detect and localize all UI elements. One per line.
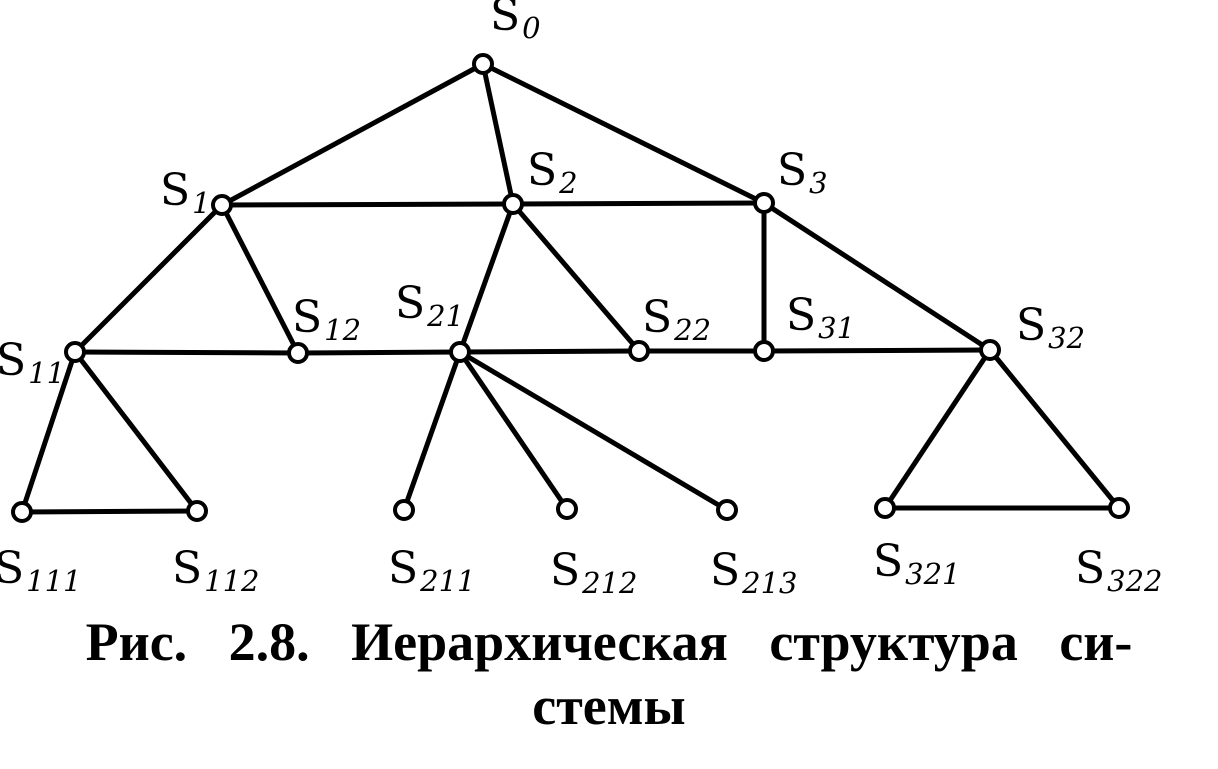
node-label-s112: S112 [172, 543, 260, 598]
edge-s2-s21 [457, 201, 516, 355]
edge-s32-s322 [987, 347, 1122, 511]
edge-s12-s21 [295, 349, 463, 356]
node-label-s212: S212 [550, 545, 638, 600]
node-s211 [393, 499, 415, 521]
edge-s111-s112 [19, 508, 200, 515]
node-s2 [502, 193, 524, 215]
node-label-s0: S0 [490, 0, 541, 45]
node-label-s111: S111 [0, 543, 82, 598]
edge-s32-s321 [882, 347, 993, 511]
edge-s2-s22 [510, 201, 642, 354]
edge-s1-s12 [219, 202, 301, 356]
node-label-s11: S11 [0, 335, 65, 390]
node-s31 [753, 340, 775, 362]
node-label-s322: S322 [1075, 543, 1163, 598]
edge-s1-s2 [219, 201, 516, 208]
node-label-s1: S1 [160, 165, 211, 220]
node-s213 [716, 499, 738, 521]
edge-s11-s111 [19, 349, 78, 515]
node-label-s21: S21 [395, 278, 464, 333]
node-s32 [979, 339, 1001, 361]
edge-s21-s213 [457, 349, 730, 513]
edge-s0-s3 [480, 61, 767, 206]
edge-s21-s22 [457, 348, 642, 355]
edge-s0-s1 [219, 61, 486, 208]
node-label-s31: S31 [786, 290, 855, 345]
node-s12 [287, 342, 309, 364]
edge-s11-s112 [72, 349, 200, 514]
diagram-edges [19, 61, 1122, 515]
figure-caption-line1: Рис. 2.8. Иерархическая структура си- [85, 612, 1133, 672]
edge-s31-s32 [761, 347, 993, 354]
node-label-s213: S213 [710, 545, 798, 600]
edge-s21-s212 [457, 349, 570, 512]
edge-s3-s32 [761, 200, 993, 353]
node-s0 [472, 53, 494, 75]
diagram-nodes [11, 53, 1130, 523]
node-s321 [874, 497, 896, 519]
edge-s0-s2 [480, 61, 516, 207]
edge-s11-s12 [72, 349, 301, 356]
node-s22 [628, 340, 650, 362]
node-label-s321: S321 [873, 536, 961, 591]
node-s112 [186, 500, 208, 522]
node-label-s22: S22 [642, 292, 711, 347]
node-label-s32: S32 [1016, 300, 1085, 355]
node-label-s3: S3 [777, 145, 828, 200]
node-label-s2: S2 [527, 145, 578, 200]
node-s21 [449, 341, 471, 363]
node-label-s211: S211 [388, 543, 476, 598]
node-s212 [556, 498, 578, 520]
node-s11 [64, 341, 86, 363]
node-s322 [1108, 497, 1130, 519]
edge-s1-s11 [72, 202, 225, 355]
node-s1 [211, 194, 233, 216]
node-s3 [753, 192, 775, 214]
edge-s2-s3 [510, 200, 767, 207]
figure-caption-line2: стемы [532, 676, 686, 736]
edge-s21-s211 [401, 349, 463, 513]
node-s111 [11, 501, 33, 523]
node-label-s12: S12 [292, 292, 361, 347]
